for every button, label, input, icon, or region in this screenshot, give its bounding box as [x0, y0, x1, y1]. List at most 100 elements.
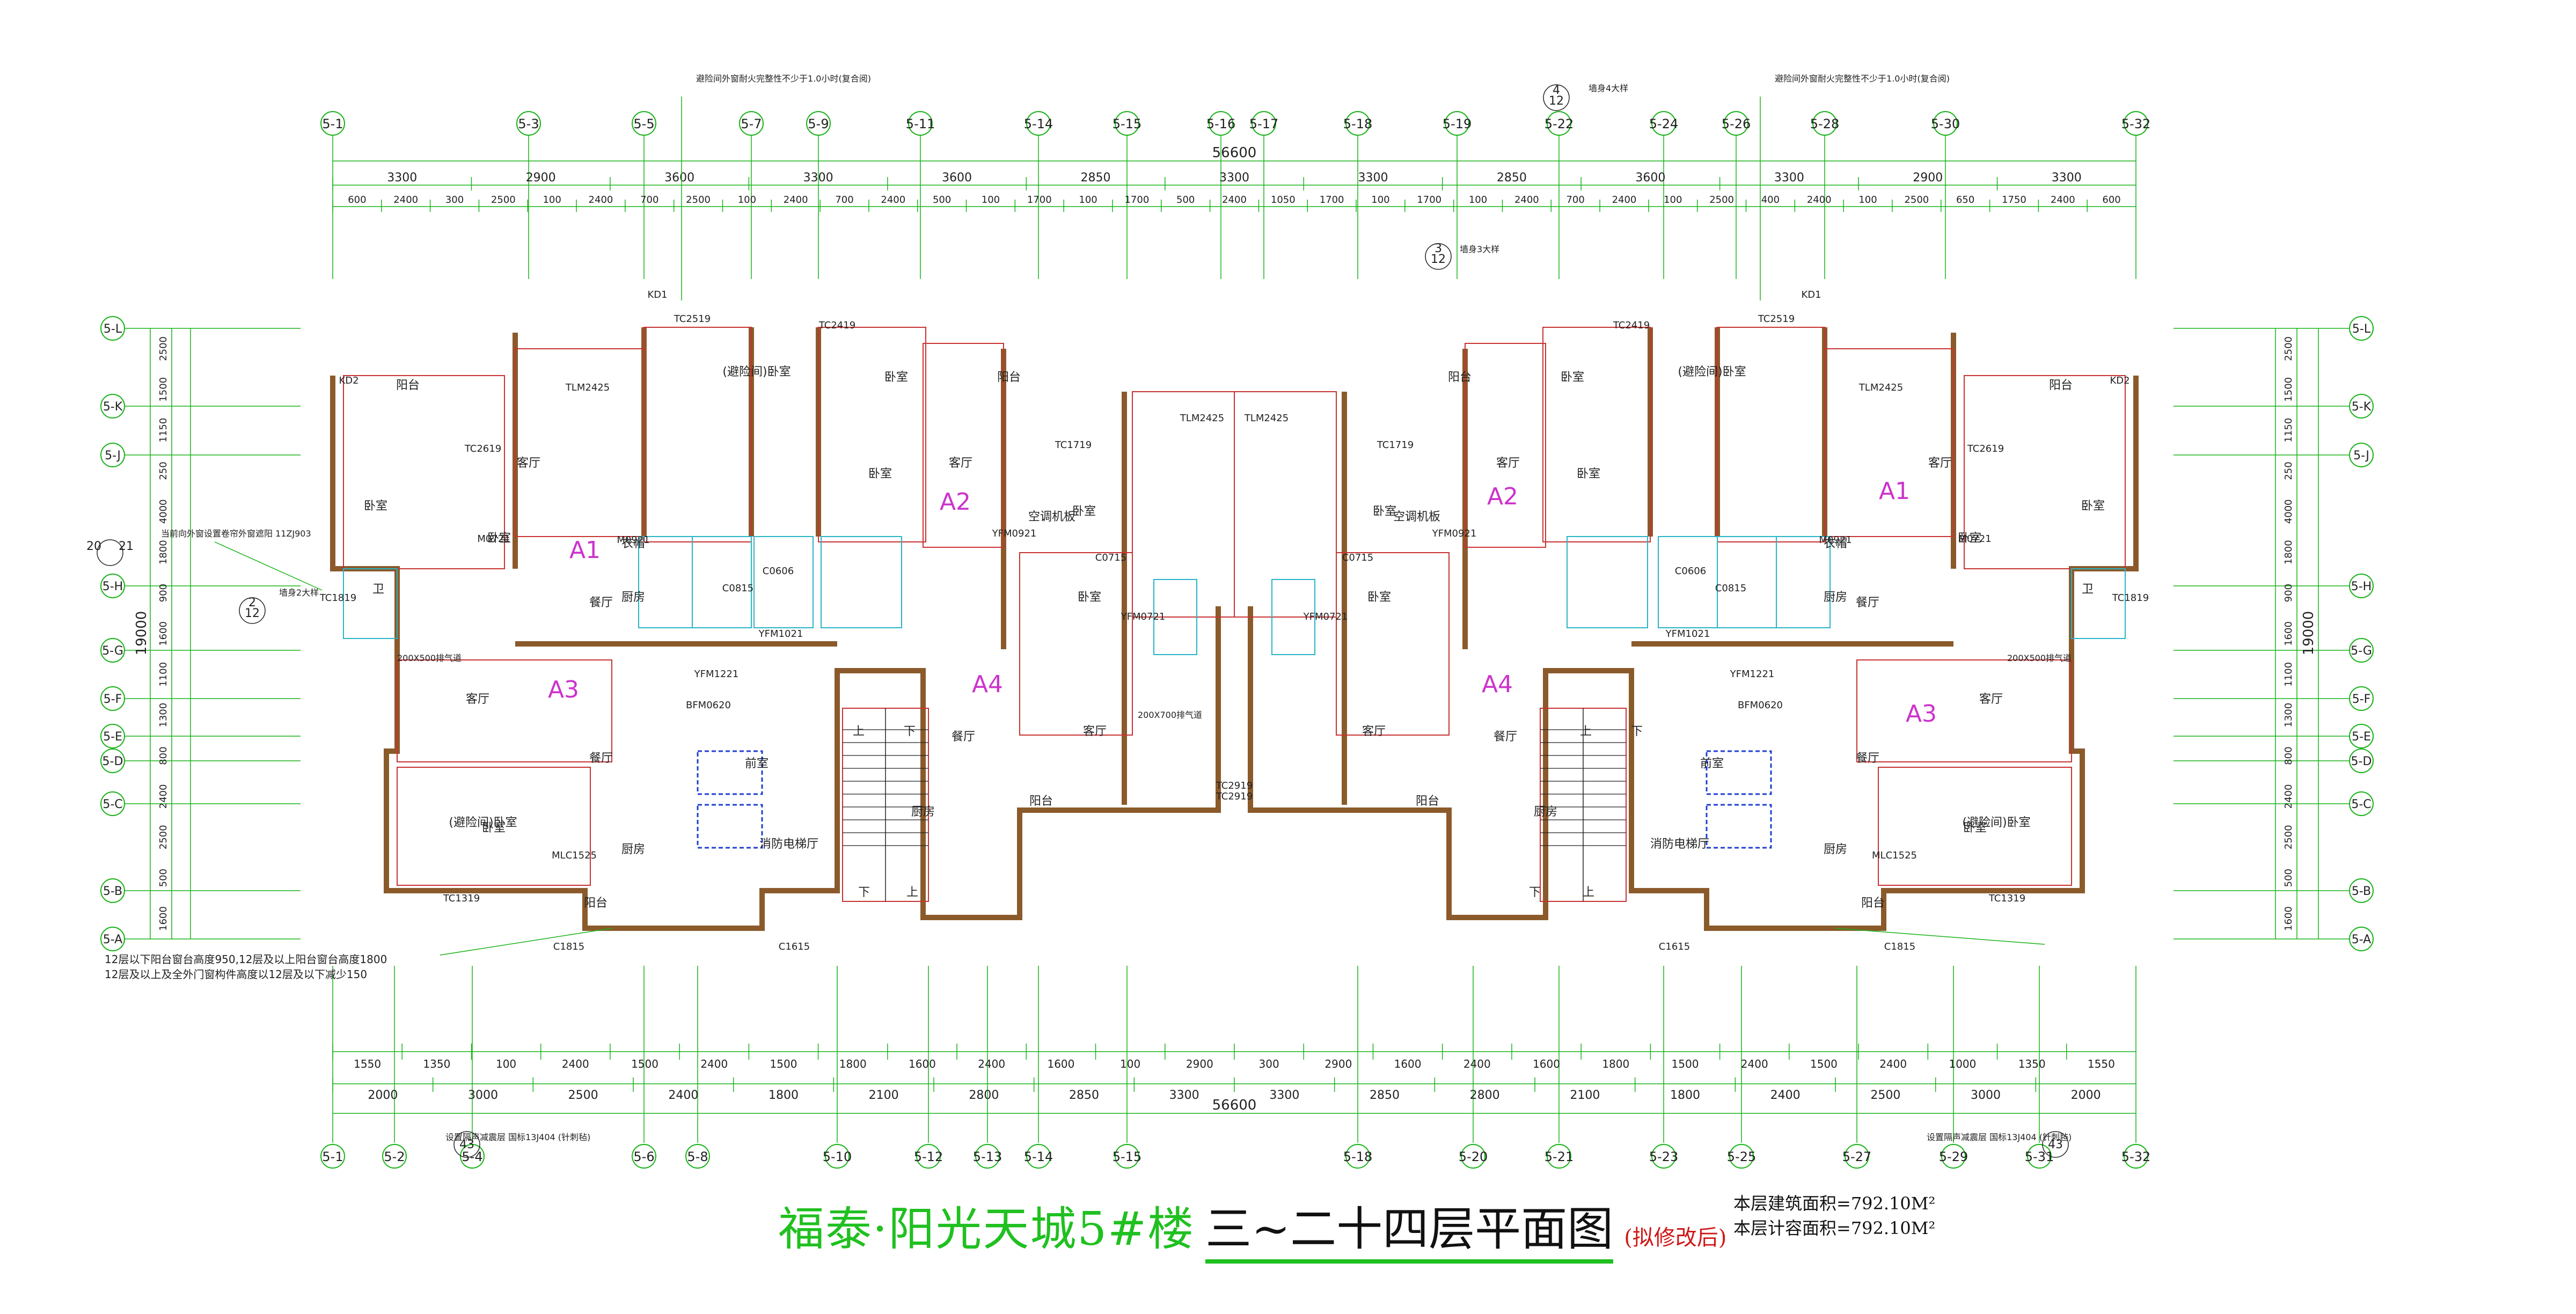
axis-bubble-bottom — [320, 1144, 345, 1169]
dim-top-row2: 700 — [835, 194, 853, 205]
unit-label-a1: A1 — [569, 537, 601, 564]
component-tag: TC2419 — [818, 320, 855, 331]
dim-top-row1: 3300 — [1358, 171, 1388, 185]
component-tag: KD1 — [647, 289, 667, 300]
room-label: 卧室 — [1078, 591, 1101, 604]
dim-bottom-row1: 1350 — [423, 1058, 450, 1070]
dim-bottom-row2: 3000 — [1971, 1089, 2001, 1102]
leader-line — [214, 541, 323, 591]
dimension-lines — [150, 160, 2319, 1114]
room-label: 客厅 — [1979, 693, 2003, 706]
axis-bubble-top — [1812, 111, 1837, 136]
axis-label-right: 5-E — [2352, 730, 2371, 744]
dim-top-row1: 2900 — [1913, 171, 1943, 185]
dim-top-row1: 3300 — [2052, 171, 2082, 185]
axis-label-left: 5-L — [104, 322, 122, 336]
dim-bottom-row1: 1600 — [1047, 1058, 1074, 1070]
dim-bottom-row1: 2400 — [1741, 1058, 1768, 1070]
dim-left-col: 1600 — [158, 906, 169, 931]
room-label: 空调机板 — [1028, 510, 1075, 524]
dim-right-col: 2400 — [2283, 784, 2294, 809]
dim-bottom-row1: 1600 — [909, 1058, 936, 1070]
axis-label-top: 5-24 — [1649, 116, 1678, 131]
dim-top-row2: 100 — [1079, 194, 1097, 205]
axis-label-left: 5-E — [103, 730, 122, 744]
axis-bubble-top — [739, 111, 764, 136]
component-tag: M0921 — [617, 534, 649, 546]
dim-bottom-row1: 2400 — [700, 1058, 728, 1070]
dim-left-col: 1150 — [158, 418, 169, 443]
room-label: 餐厅 — [1856, 752, 1879, 765]
axis-bubble-top — [1252, 111, 1276, 136]
room-outline — [643, 327, 752, 542]
elevator-shaft — [1706, 804, 1772, 849]
axis-label-bottom: 5-14 — [1024, 1149, 1053, 1164]
unit-label-a3: A3 — [1906, 700, 1937, 728]
axis-bubble-right — [2349, 878, 2374, 903]
room-label: 客厅 — [466, 693, 489, 706]
wet-room-outline — [343, 568, 398, 639]
component-tag: C1815 — [553, 941, 584, 952]
axis-bubble-top — [1026, 111, 1051, 136]
note-bottom-left: 12层及以上及全外门窗构件高度以12层及以下减少150 — [105, 968, 367, 981]
component-tag: C0606 — [1675, 566, 1706, 577]
axis-label-bottom: 5-18 — [1343, 1149, 1372, 1164]
project-title: 福泰·阳光天城5#楼 — [778, 1202, 1195, 1256]
section-mark-mark3: 3 — [1435, 242, 1442, 255]
dim-left-col: 4000 — [158, 499, 169, 524]
component-tag: TC1719 — [1055, 439, 1092, 451]
dim-top-row2: 700 — [640, 194, 658, 205]
dim-top-row2: 2400 — [2051, 194, 2075, 205]
room-outline — [1234, 391, 1337, 618]
axis-bubble-bottom — [1461, 1144, 1485, 1169]
component-tag: MLC1525 — [1872, 850, 1917, 861]
dim-top-row2: 2500 — [686, 194, 711, 205]
axis-label-top: 5-14 — [1024, 116, 1053, 131]
axis-label-top: 5-19 — [1443, 116, 1472, 131]
component-tag: MLC1525 — [552, 850, 597, 861]
dim-top-row2: 100 — [738, 194, 756, 205]
component-tag: C0715 — [1095, 552, 1126, 563]
axis-label-top: 5-26 — [1722, 116, 1751, 131]
leader-line — [440, 928, 612, 956]
section-mark-mark12a: 12 — [1549, 94, 1564, 108]
axis-label-right: 5-D — [2351, 755, 2372, 768]
dim-top-row2: 2400 — [784, 194, 808, 205]
axis-bubble-bottom — [1026, 1144, 1051, 1169]
dim-right-col: 500 — [2283, 869, 2294, 887]
axis-bubble-bottom — [1651, 1144, 1676, 1169]
dim-bottom-row1: 2400 — [562, 1058, 589, 1070]
unit-label-a2: A2 — [940, 488, 971, 516]
room-label: 阳台 — [1416, 795, 1439, 808]
room-label: 卧室 — [1072, 505, 1096, 518]
axis-label-top: 5-3 — [518, 116, 539, 131]
component-tag: YFM1021 — [758, 628, 803, 640]
dim-bottom-row1: 2400 — [978, 1058, 1005, 1070]
component-tag: TLM2425 — [1244, 413, 1289, 424]
component-tag: C1815 — [1884, 941, 1915, 952]
dim-bottom-row2: 3300 — [1169, 1089, 1199, 1102]
dim-right-col: 900 — [2283, 584, 2294, 602]
dim-left-col: 900 — [158, 584, 169, 602]
section-mark-mark12c: 12 — [245, 607, 260, 620]
room-outline — [1856, 659, 2072, 762]
note-detail-ref-1: 墙身4大样 — [1589, 83, 1628, 93]
room-outline — [343, 375, 505, 569]
axis-bubble-bottom — [2124, 1144, 2148, 1169]
axis-bubble-bottom — [1115, 1144, 1139, 1169]
room-label: 消防电梯厅 — [759, 838, 818, 851]
component-tag: M0721 — [477, 533, 510, 545]
room-label: 客厅 — [949, 457, 972, 470]
component-tag: C1615 — [779, 941, 810, 952]
room-label: 消防电梯厅 — [1650, 838, 1709, 851]
note-exhaust-mid: 200X700排气道 — [1138, 710, 1202, 720]
dim-bottom-row1: 2400 — [1463, 1058, 1491, 1070]
component-tag: YFM1021 — [1665, 628, 1710, 640]
axis-label-bottom: 5-27 — [1842, 1149, 1871, 1164]
axis-bubble-bottom — [1345, 1144, 1370, 1169]
dim-top-row2: 100 — [543, 194, 561, 205]
axis-bubble-left — [100, 638, 125, 663]
component-tag: C0606 — [763, 566, 794, 577]
dim-bottom-row2: 3000 — [468, 1089, 498, 1102]
axis-label-bottom: 5-29 — [1939, 1149, 1968, 1164]
